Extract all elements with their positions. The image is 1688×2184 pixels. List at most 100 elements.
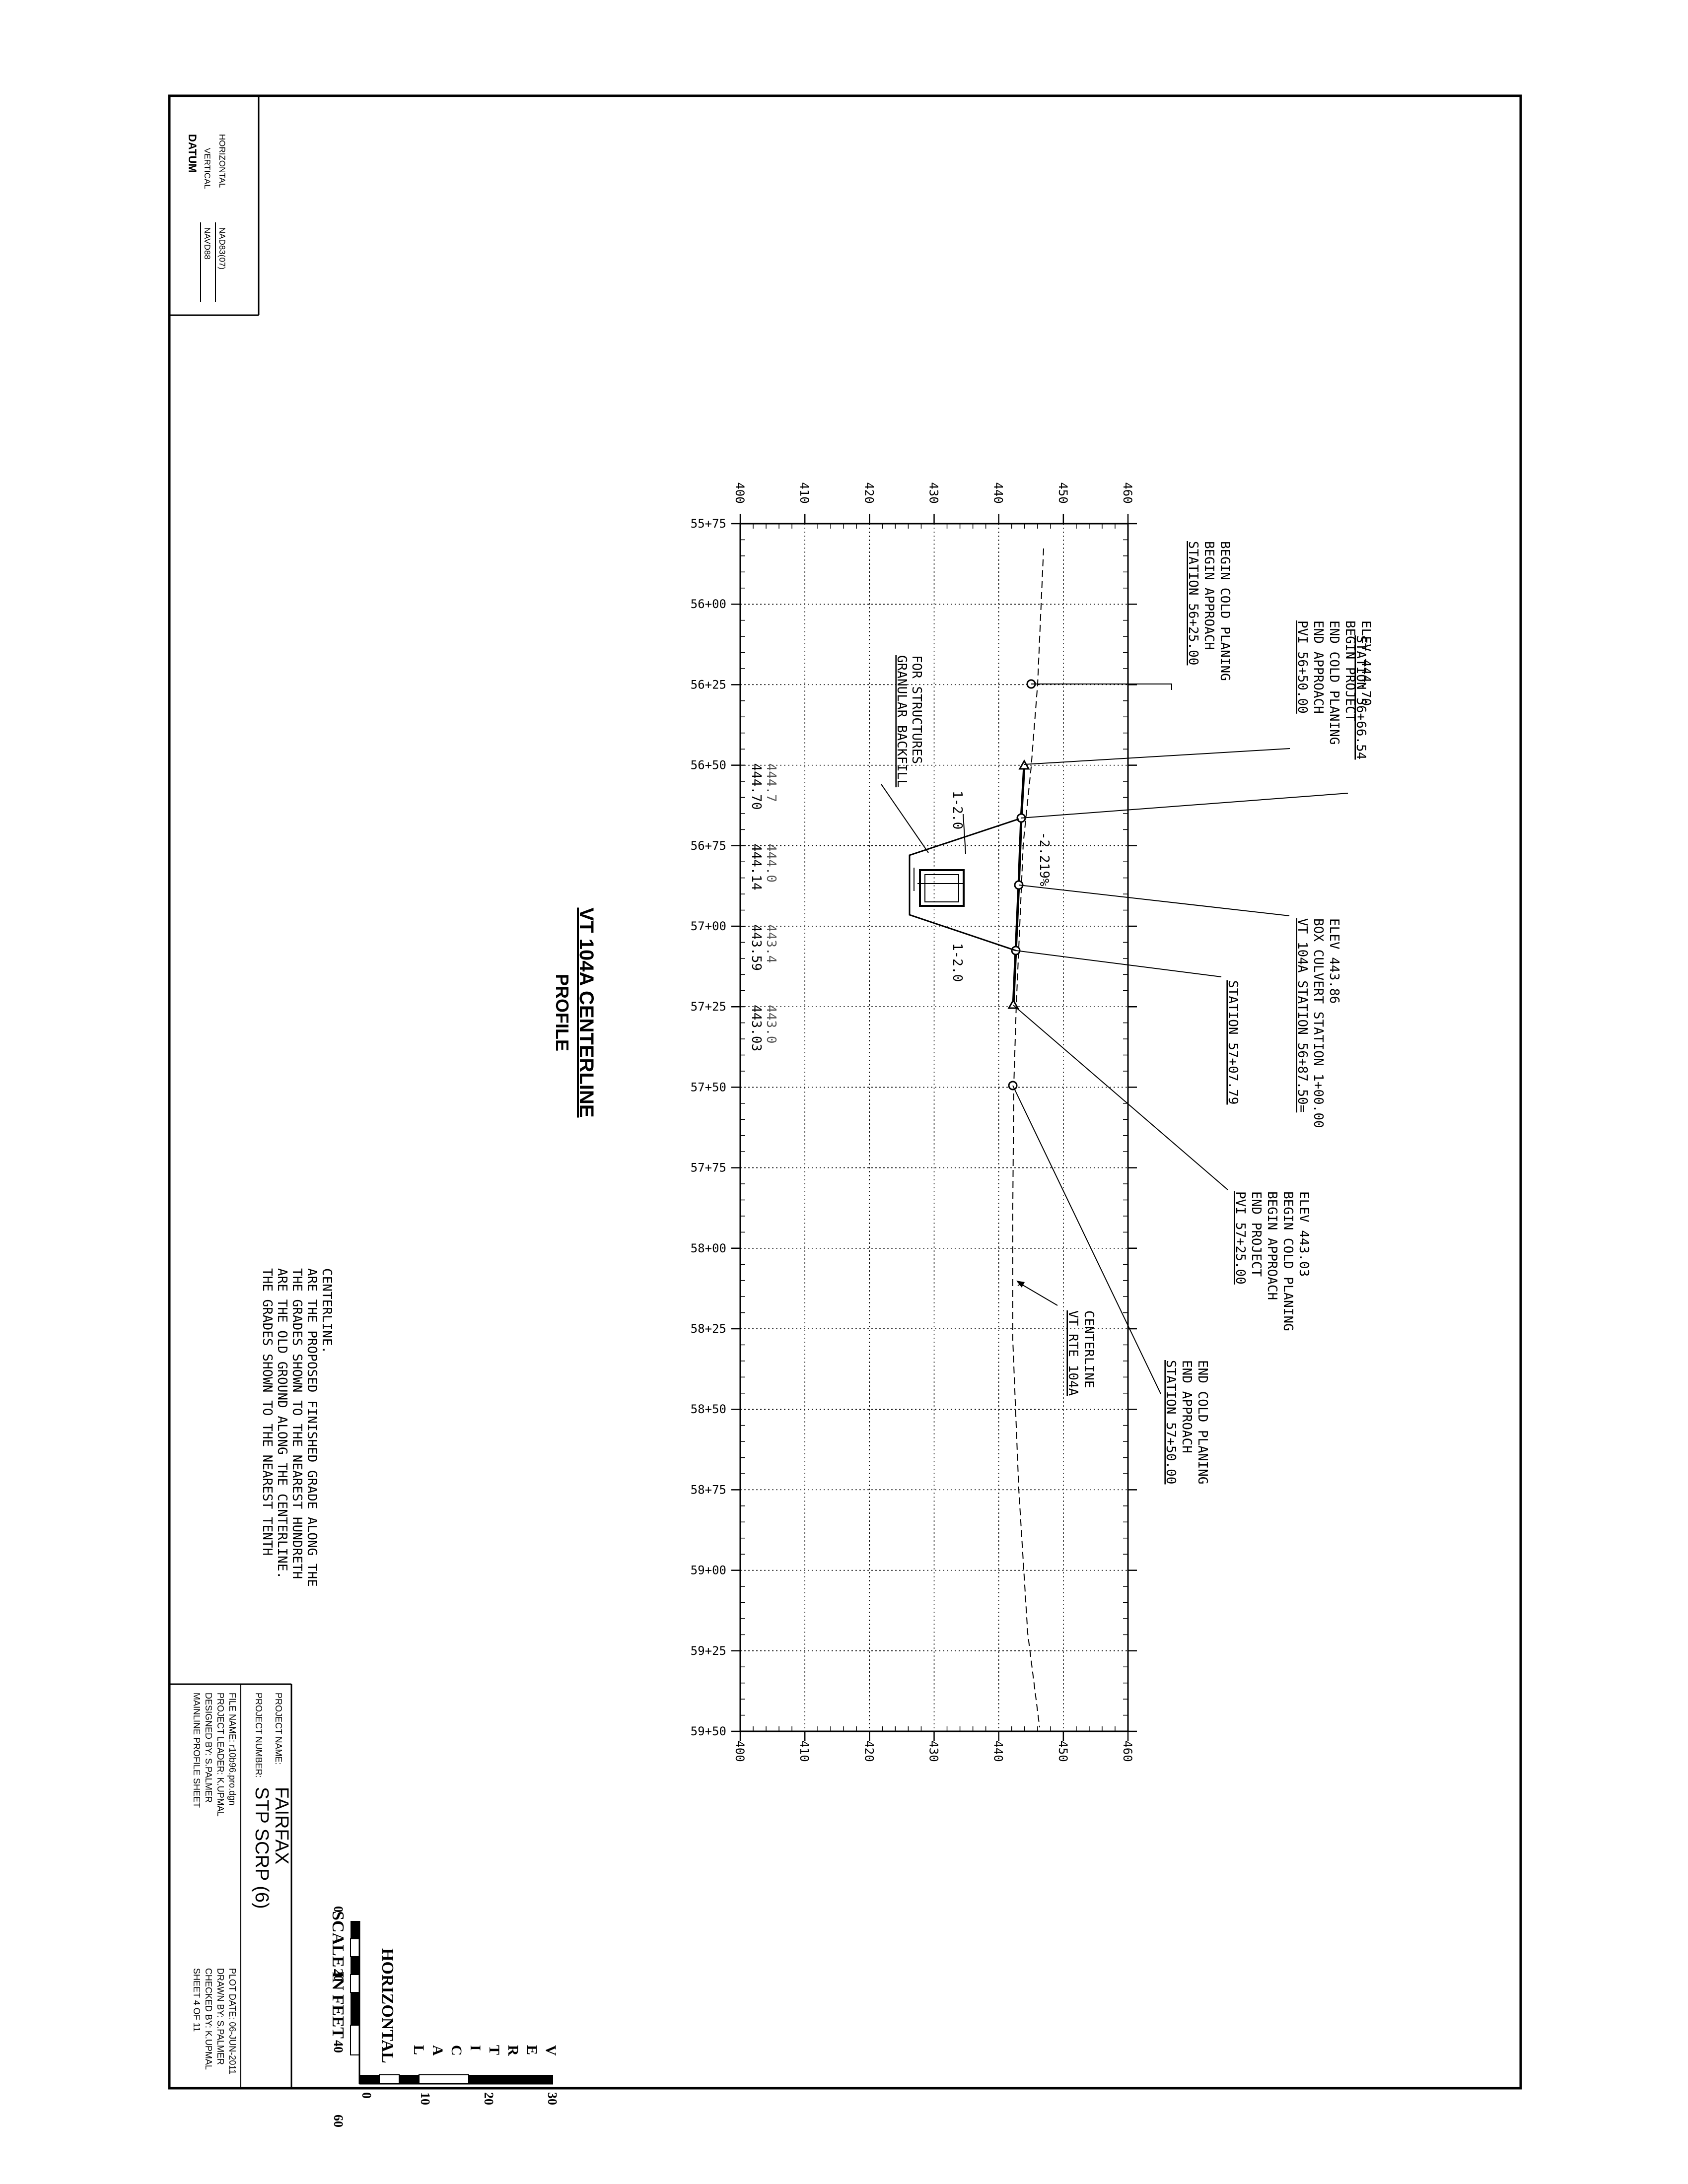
- file-name: FILE NAME: r10b96.pro.dgn: [227, 1693, 237, 1805]
- project-leader: PROJECT LEADER: K.UPMAL: [215, 1693, 225, 1817]
- existing-grade-label: 443.4: [764, 924, 778, 963]
- project-number-value: STP SCRP (6): [251, 1787, 272, 1909]
- station-label: 58+50: [691, 1402, 726, 1416]
- elevation-label-top: 420: [862, 482, 876, 503]
- station-label: 58+00: [691, 1241, 726, 1255]
- callout-station-5625: STATION 56+25.00 BEGIN APPROACH BEGIN CO…: [1186, 541, 1232, 681]
- grade-labels: 444.7444.70444.0444.14443.4443.59443.044…: [740, 763, 778, 1051]
- scale-vertical-char: V: [543, 2045, 559, 2056]
- datum-horizontal-value: NAD83(07): [217, 227, 227, 270]
- elevation-label-top: 400: [733, 482, 747, 503]
- elevation-label-bottom: 400: [733, 1740, 747, 1762]
- station-label: 57+75: [691, 1161, 726, 1175]
- scale-vertical-letter: V: [543, 2045, 559, 2056]
- elevation-label-top: 430: [927, 482, 941, 503]
- elevation-label: 430: [927, 1740, 941, 1762]
- callout-5725-line4: BEGIN COLD PLANING: [1280, 1191, 1295, 1331]
- elevation-label: 460: [1121, 482, 1134, 503]
- station-label: 59+25: [691, 1644, 726, 1658]
- designed-by: DESIGNED BY: S.PALMER: [204, 1693, 213, 1803]
- datum-vertical-label: VERTICAL: [203, 148, 212, 189]
- station-label: 55+75: [691, 517, 726, 531]
- callout-5650-line2: END APPROACH: [1311, 620, 1326, 714]
- grade-notes: THE GRADES SHOWN TO THE NEAREST TENTH AR…: [260, 1268, 334, 1587]
- elevation-label: 400: [733, 482, 747, 503]
- callout-culvert-line1: VT 104A STATION 56+87.50=: [1295, 918, 1310, 1112]
- elevation-label-top: 460: [1121, 482, 1134, 503]
- callout-5650-line3: END COLD PLANING: [1327, 620, 1341, 745]
- scale-title: SCALE IN FEET: [329, 1911, 347, 2039]
- station-label: 57+00: [691, 919, 726, 933]
- grade-note-line2: ARE THE OLD GROUND ALONG THE CENTERLINE.: [275, 1268, 289, 1579]
- slope-line-upper: [963, 814, 966, 854]
- elevation-label: 450: [1056, 1740, 1070, 1762]
- project-name-value: FAIRFAX: [271, 1787, 292, 1864]
- elevation-label-bottom: 440: [991, 1740, 1005, 1762]
- elevation-label-bottom: 460: [1121, 1740, 1134, 1762]
- scale-vertical-letter: R: [505, 2045, 521, 2056]
- drawn-by: DRAWN BY: S.PALMER: [215, 1968, 225, 2065]
- elevation-label: 410: [797, 482, 811, 503]
- callout-pvi-5725: PVI 57+25.00 END PROJECT BEGIN APPROACH …: [1233, 1191, 1311, 1331]
- existing-grade-label: 444.7: [764, 763, 778, 802]
- callout-centerline-line1: VT RTE 104A: [1065, 1310, 1080, 1396]
- callout-box-culvert: VT 104A STATION 56+87.50= BOX CULVERT ST…: [1295, 918, 1341, 1128]
- elevation-label: 460: [1121, 1740, 1134, 1762]
- scale-h-tick-40: 40: [331, 2040, 346, 2053]
- elevation-label-bottom: 430: [927, 1740, 941, 1762]
- scale-vertical-letter: A: [429, 2045, 446, 2056]
- scale-h-tick-20: 20: [331, 1969, 346, 1981]
- proposed-grade-label: 444.70: [749, 763, 764, 810]
- pvi-marker-5725: [1007, 998, 1019, 1009]
- callout-5625-line2: BEGIN APPROACH: [1201, 541, 1216, 650]
- slope-upper-label: 1-2.0: [950, 791, 965, 829]
- sheet-of: SHEET 4 OF 11: [192, 1968, 202, 2032]
- scale-vertical-letter: E: [524, 2045, 540, 2055]
- datum-heading: DATUM: [186, 134, 199, 173]
- pvi-marker-5650: [1018, 759, 1030, 770]
- existing-grade-label: 443.0: [764, 1005, 778, 1043]
- elevation-label: 440: [991, 482, 1005, 503]
- proposed-grade-label: 444.14: [749, 844, 764, 890]
- scale-vertical-letter: I: [467, 2045, 484, 2051]
- callout-5625-line1: STATION 56+25.00: [1186, 541, 1200, 665]
- scale-vertical-char: R: [505, 2045, 521, 2056]
- scale-v-tick-20: 20: [482, 2092, 496, 2105]
- checked-by: CHECKED BY: K.UPMAL: [204, 1968, 213, 2070]
- callout-culvert-line2: BOX CULVERT STATION 1+00.00: [1311, 918, 1326, 1128]
- callout-5650-line4: BEGIN PROJECT: [1342, 620, 1357, 722]
- profile-title: VT 104A CENTERLINE PROFILE: [552, 907, 597, 1117]
- title-block: PROJECT NAME: FAIRFAX PROJECT NUMBER: ST…: [169, 1683, 292, 2088]
- grade-note-line1: THE GRADES SHOWN TO THE NEAREST TENTH: [260, 1268, 275, 1556]
- callout-5725-line2: END PROJECT: [1249, 1191, 1264, 1277]
- grade-note-line3: THE GRADES SHOWN TO THE NEAREST HUNDRETH: [289, 1268, 304, 1579]
- station-label: 56+25: [691, 678, 726, 691]
- callout-5625-line3: BEGIN COLD PLANING: [1217, 541, 1232, 681]
- station-label: 59+50: [691, 1724, 726, 1738]
- existing-grade-label: 444.0: [764, 844, 778, 883]
- scale-h-tick-60: 60: [331, 2115, 346, 2127]
- backfill-note-line1: GRANULAR BACKFILL: [894, 655, 909, 787]
- profile-grid-labels: 55+7556+0056+2556+5056+7557+0057+2557+50…: [691, 482, 1134, 1762]
- callout-leaders: [1012, 683, 1348, 1394]
- callout-5650-line5: ELEV 444.70: [1358, 620, 1373, 706]
- elevation-label-bottom: 410: [797, 1740, 811, 1762]
- plot-date: PLOT DATE: 06-JUN-2011: [227, 1968, 237, 2074]
- grade-percent: -2.219%: [1037, 832, 1052, 887]
- callout-5650-line1: PVI 56+50.00: [1295, 620, 1310, 714]
- callout-566654-line1: STATION 56+66.54: [1353, 635, 1368, 759]
- station-label: 56+75: [691, 839, 726, 853]
- scale-vertical-label: VERTICAL: [411, 2045, 559, 2056]
- grade-note-line5: CENTERLINE.: [319, 1268, 334, 1354]
- scale-vertical-char: A: [429, 2045, 446, 2056]
- callout-pvi-5650: PVI 56+50.00 END APPROACH END COLD PLANI…: [1295, 620, 1373, 745]
- elevation-label: 440: [991, 1740, 1005, 1762]
- callout-culvert-line3: ELEV 443.86: [1327, 918, 1341, 1004]
- profile-title-line2: PROFILE: [552, 974, 572, 1051]
- elevation-label: 430: [927, 482, 941, 503]
- callout-5725-line5: ELEV 443.03: [1296, 1191, 1311, 1277]
